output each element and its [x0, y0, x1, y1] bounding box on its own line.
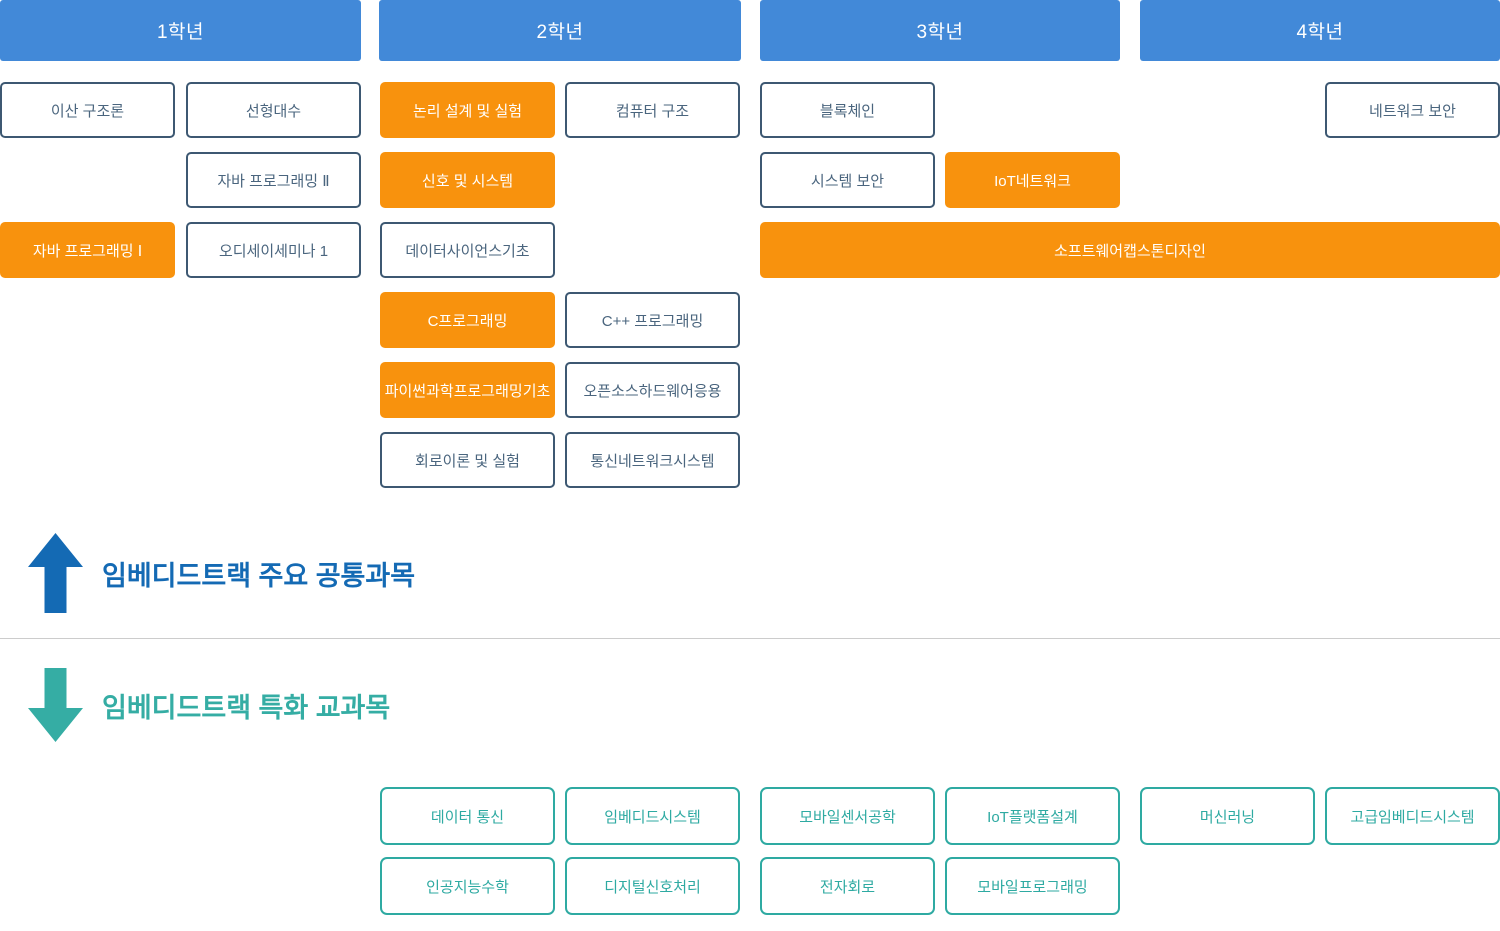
- special-course-box: 모바일센서공학: [760, 787, 935, 845]
- course-box: 통신네트워크시스템: [565, 432, 740, 488]
- special-course-box: 인공지능수학: [380, 857, 555, 915]
- course-box: C프로그래밍: [380, 292, 555, 348]
- course-box: 논리 설계 및 실험: [380, 82, 555, 138]
- down-arrow-icon: [28, 668, 83, 742]
- course-box: 회로이론 및 실험: [380, 432, 555, 488]
- course-box: 이산 구조론: [0, 82, 175, 138]
- course-box: 자바 프로그래밍 Ⅱ: [186, 152, 361, 208]
- course-box: 네트워크 보안: [1325, 82, 1500, 138]
- special-course-box: 모바일프로그래밍: [945, 857, 1120, 915]
- course-box: 자바 프로그래밍 Ⅰ: [0, 222, 175, 278]
- special-course-box: IoT플랫폼설계: [945, 787, 1120, 845]
- course-box: IoT네트워크: [945, 152, 1120, 208]
- special-course-box: 머신러닝: [1140, 787, 1315, 845]
- special-course-box: 고급임베디드시스템: [1325, 787, 1500, 845]
- course-box: 신호 및 시스템: [380, 152, 555, 208]
- course-box: 파이썬과학프로그래밍기초: [380, 362, 555, 418]
- year-header: 4학년: [1140, 0, 1500, 61]
- special-course-box: 데이터 통신: [380, 787, 555, 845]
- course-box: 오디세이세미나 1: [186, 222, 361, 278]
- special-course-box: 전자회로: [760, 857, 935, 915]
- course-box: C++ 프로그래밍: [565, 292, 740, 348]
- special-section-heading: 임베디드트랙 특화 교과목: [28, 668, 390, 742]
- special-course-box: 디지털신호처리: [565, 857, 740, 915]
- course-box: 선형대수: [186, 82, 361, 138]
- course-box: 블록체인: [760, 82, 935, 138]
- special-section-label: 임베디드트랙 특화 교과목: [102, 692, 391, 723]
- up-arrow-icon: [28, 533, 83, 613]
- section-divider: [0, 638, 1500, 639]
- year-header: 2학년: [379, 0, 741, 61]
- common-section-label: 임베디드트랙 주요 공통과목: [102, 560, 416, 591]
- special-course-box: 임베디드시스템: [565, 787, 740, 845]
- course-box: 데이터사이언스기초: [380, 222, 555, 278]
- course-box: 컴퓨터 구조: [565, 82, 740, 138]
- common-section-heading: 임베디드트랙 주요 공통과목: [28, 533, 415, 613]
- year-header: 3학년: [760, 0, 1120, 61]
- course-box: 소프트웨어캡스톤디자인: [760, 222, 1500, 278]
- course-box: 시스템 보안: [760, 152, 935, 208]
- year-header: 1학년: [0, 0, 361, 61]
- course-box: 오픈소스하드웨어응용: [565, 362, 740, 418]
